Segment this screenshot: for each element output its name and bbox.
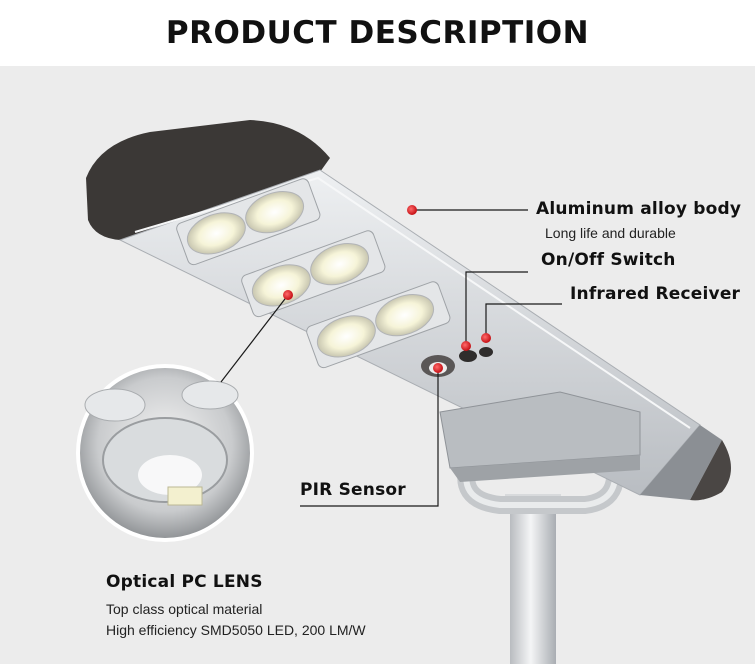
led-modules — [176, 178, 451, 369]
battery-box — [439, 391, 641, 482]
marker-switch — [461, 341, 471, 351]
header: PRODUCT DESCRIPTION — [0, 0, 755, 66]
lens-callout-line1: Top class optical material — [106, 601, 263, 617]
receiver-callout-title: Infrared Receiver — [570, 284, 741, 304]
lens-callout-line2: High efficiency SMD5050 LED, 200 LM/W — [106, 622, 366, 638]
body-callout-title: Aluminum alloy body — [536, 199, 742, 219]
switch-and-receiver — [459, 347, 493, 362]
marker-pir — [433, 363, 443, 373]
pir-callout-title: PIR Sensor — [300, 480, 406, 500]
leader-lines — [220, 209, 562, 507]
marker-body — [407, 205, 417, 215]
lens-callout-title: Optical PC LENS — [106, 572, 263, 592]
body-callout-subtitle: Long life and durable — [545, 225, 676, 241]
marker-receiver — [481, 333, 491, 343]
page-title: PRODUCT DESCRIPTION — [165, 15, 590, 51]
lens-zoom-circle — [76, 364, 254, 542]
switch-callout-title: On/Off Switch — [541, 250, 676, 270]
marker-dots — [283, 205, 491, 373]
marker-lens — [283, 290, 293, 300]
pole — [505, 494, 561, 664]
